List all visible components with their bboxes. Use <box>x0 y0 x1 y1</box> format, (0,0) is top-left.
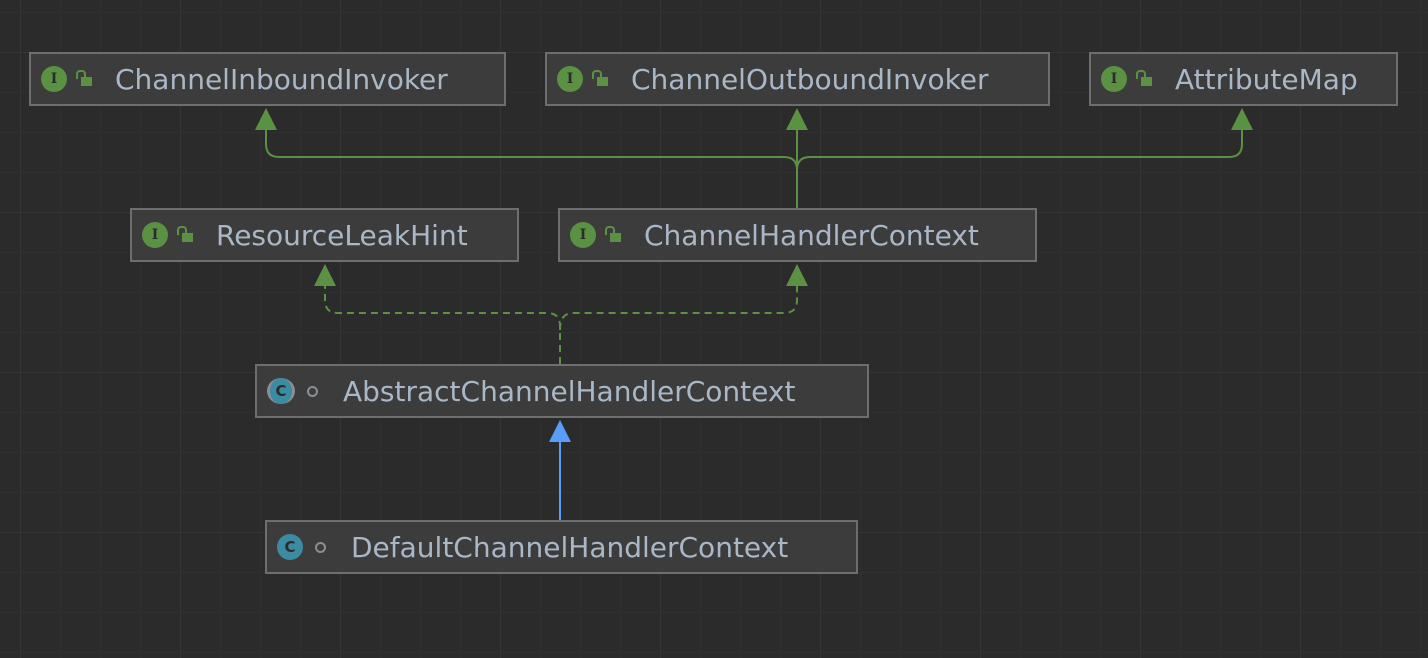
node-label: AbstractChannelHandlerContext <box>343 374 796 408</box>
node-channel-handler-context[interactable]: I ChannelHandlerContext <box>558 208 1037 262</box>
package-private-icon <box>303 381 323 401</box>
node-label: ResourceLeakHint <box>216 218 468 252</box>
public-lock-icon <box>604 225 624 245</box>
arrowhead-icon <box>786 264 808 286</box>
public-lock-icon <box>75 69 95 89</box>
node-label: DefaultChannelHandlerContext <box>351 530 789 564</box>
arrowhead-icon <box>255 108 277 130</box>
arrowhead-icon <box>786 108 808 130</box>
node-label: ChannelOutboundInvoker <box>631 62 989 96</box>
public-lock-icon <box>591 69 611 89</box>
node-resource-leak-hint[interactable]: I ResourceLeakHint <box>130 208 519 262</box>
node-default-channel-handler-context[interactable]: C DefaultChannelHandlerContext <box>265 520 858 574</box>
interface-icon: I <box>557 66 583 92</box>
node-attribute-map[interactable]: I AttributeMap <box>1089 52 1398 106</box>
arrowhead-icon <box>314 264 336 286</box>
edge-ctx-inbound <box>265 118 798 171</box>
node-channel-inbound-invoker[interactable]: I ChannelInboundInvoker <box>29 52 506 106</box>
node-label: ChannelHandlerContext <box>644 218 979 252</box>
node-label: ChannelInboundInvoker <box>115 62 448 96</box>
public-lock-icon <box>1135 69 1155 89</box>
edge-ctx-attr <box>796 118 1243 171</box>
arrowhead-icon <box>1231 108 1253 130</box>
final-class-icon: C <box>277 534 303 560</box>
public-lock-icon <box>176 225 196 245</box>
interface-icon: I <box>142 222 168 248</box>
interface-icon: I <box>1101 66 1127 92</box>
abstract-class-icon: C <box>267 378 295 404</box>
node-abstract-channel-handler-context[interactable]: C AbstractChannelHandlerContext <box>255 364 869 418</box>
node-channel-outbound-invoker[interactable]: I ChannelOutboundInvoker <box>545 52 1050 106</box>
interface-icon: I <box>41 66 67 92</box>
node-label: AttributeMap <box>1175 62 1358 96</box>
arrowhead-icon <box>549 420 571 442</box>
interface-icon: I <box>570 222 596 248</box>
edge-abstract-leak <box>324 276 561 364</box>
edge-abstract-ctx <box>559 276 798 331</box>
package-private-icon <box>311 537 331 557</box>
